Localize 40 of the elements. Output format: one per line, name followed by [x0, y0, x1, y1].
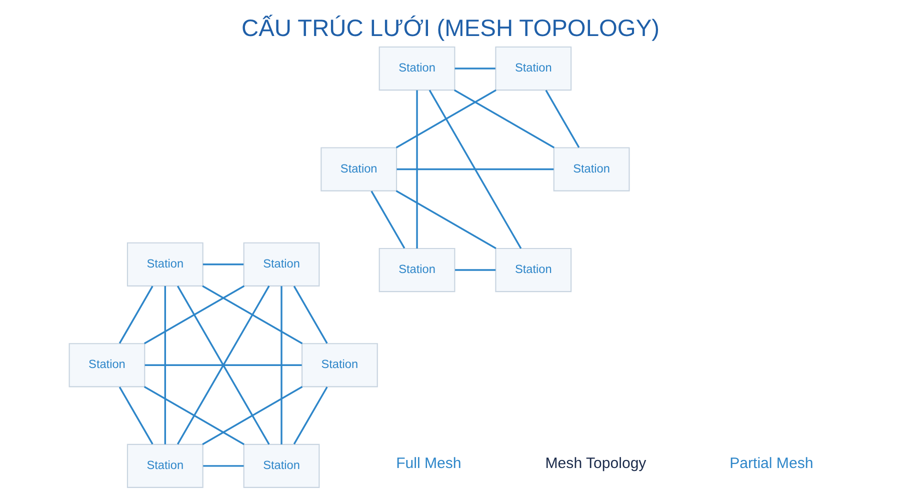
connector [176, 286, 270, 445]
connector [143, 386, 244, 446]
connector [370, 190, 405, 249]
node-box: Station [494, 248, 572, 292]
connector [143, 285, 244, 344]
connector [202, 465, 244, 467]
node-box: Station [242, 242, 320, 286]
connector [202, 285, 302, 344]
connector [118, 286, 153, 344]
connector [118, 386, 153, 445]
label: Partial Mesh [729, 455, 813, 472]
connector [202, 264, 244, 266]
node-box: Station [320, 147, 397, 192]
node-box: Station [378, 248, 455, 292]
node-box: Station [300, 343, 378, 388]
label: Mesh Topology [544, 455, 646, 472]
node-box: Station [242, 444, 320, 488]
connector [396, 168, 554, 170]
connector [454, 269, 496, 271]
node-box: Station [552, 147, 630, 192]
node-box: Station [378, 46, 455, 91]
connector [395, 190, 496, 250]
connector [202, 386, 302, 446]
connector [292, 286, 328, 344]
connector [164, 286, 166, 444]
connector [280, 286, 282, 444]
connector [454, 68, 495, 70]
node-box: Station [68, 343, 145, 388]
diagram-title: CẤU TRÚC LƯỚI (MESH TOPOLOGY) [240, 16, 660, 42]
label: Full Mesh [396, 455, 461, 472]
connector [416, 90, 418, 248]
node-box: Station [126, 444, 203, 488]
connector [453, 89, 554, 148]
connector [395, 89, 496, 148]
connector [144, 364, 302, 366]
node-box: Station [126, 242, 203, 286]
connector [292, 386, 328, 444]
node-box: Station [494, 46, 572, 91]
connector [428, 90, 522, 249]
connector [544, 90, 580, 148]
